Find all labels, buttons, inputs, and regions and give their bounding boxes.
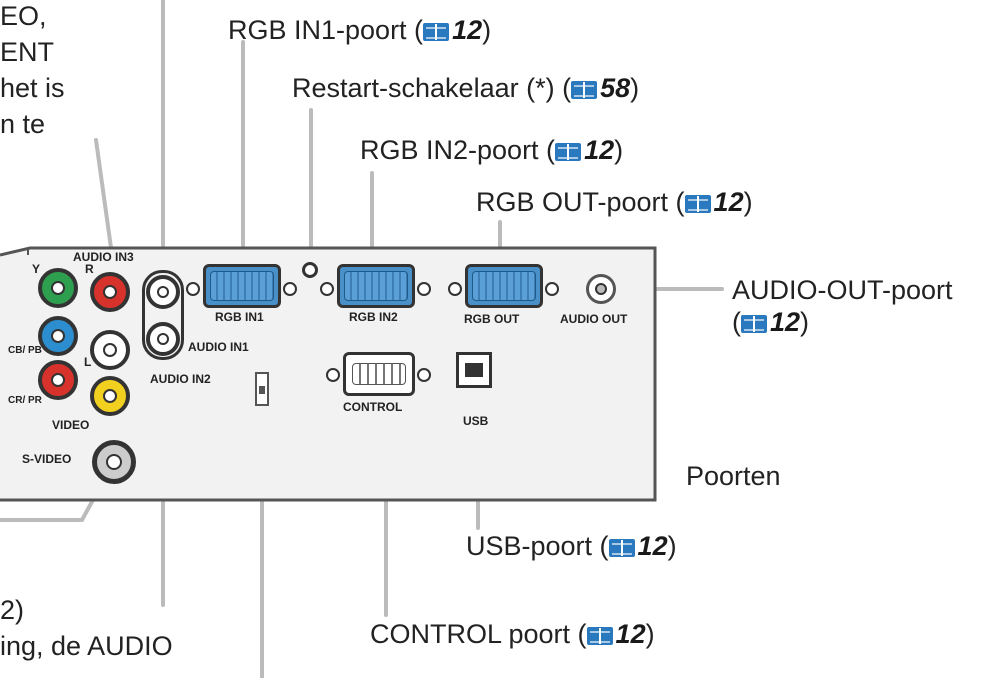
callout-rgb-out-close: ) [743,187,753,217]
callout-rgb-in1-page: 12 [452,15,483,45]
callout-audio-out-close: ) [800,307,810,337]
rgb-in2-screw-right [417,282,431,296]
label-cr-pr: CR/ PR [8,395,42,406]
rgb-in2-screw-left [320,282,334,296]
rgb-in1-screw-left [186,282,200,296]
label-rgb-in2: RGB IN2 [349,310,398,324]
label-l: L [84,355,92,369]
rgb-in1-connector [203,264,281,308]
reset-switch [255,372,269,406]
rgb-out-screw-left [448,282,462,296]
book-icon [586,627,613,645]
video-jack [90,376,130,416]
audio-in3-l-jack [90,330,130,370]
callout-audio-out: AUDIO-OUT-poort (12) [732,274,953,338]
label-s-video: S-VIDEO [22,452,72,466]
label-cb-pb: CB/ PB [8,345,42,356]
callout-rgb-in2-close: ) [614,135,624,165]
callout-usb-text: USB-poort ( [466,531,609,561]
left-bottom-text-2: ing, de AUDIO [0,631,173,661]
rgb-out-connector [465,264,543,308]
label-r: R [85,262,94,276]
y-jack [38,268,78,308]
audio-in2-jack [146,322,180,356]
rgb-in1-screw-right [283,282,297,296]
callout-usb: USB-poort ( 12) [466,530,677,562]
left-top-text-2: ENT [0,37,54,67]
callout-control-page: 12 [615,619,646,649]
left-bottom-text-1: 2) [0,595,25,625]
book-icon [684,195,711,213]
book-icon [608,539,635,557]
book-icon [741,315,767,333]
book-icon [571,81,598,99]
audio-out-jack [586,274,616,304]
label-audio-in2: AUDIO IN2 [150,372,211,386]
label-audio-in1: AUDIO IN1 [188,340,249,354]
callout-control-close: ) [645,619,655,649]
callout-rgb-out-page: 12 [713,187,744,217]
cr-pr-jack [38,360,78,400]
s-video-jack [92,440,136,484]
callout-control-text: CONTROL poort ( [370,619,587,649]
label-usb: USB [463,414,489,428]
label-control: CONTROL [343,400,403,414]
audio-in3-r-jack [90,272,130,312]
audio-in1-jack [146,275,180,309]
callout-rgb-out-text: RGB OUT-poort ( [476,187,685,217]
cb-pb-jack [38,316,78,356]
label-audio-out: AUDIO OUT [560,312,628,326]
label-y: Y [32,262,41,276]
label-rgb-out: RGB OUT [464,312,520,326]
callout-rgb-in1: RGB IN1-poort ( 12) [228,14,491,46]
label-audio-in3: AUDIO IN3 [73,250,134,264]
control-screw-right [417,368,431,382]
book-icon [555,143,582,161]
restart-switch-hole [302,262,318,278]
left-top-text-4: n te [0,109,46,139]
callout-audio-out-page: 12 [770,307,801,337]
callout-audio-out-line1: AUDIO-OUT-poort [732,275,953,305]
callout-rgb-out: RGB OUT-poort ( 12) [476,186,753,218]
book-icon [423,23,450,41]
callout-restart-close: ) [630,73,640,103]
callout-rgb-in1-text: RGB IN1-poort ( [228,15,424,45]
left-top-text-3: het is [0,73,65,103]
callout-poorten: Poorten [686,461,781,491]
callout-restart: Restart-schakelaar (*) ( 58) [292,72,639,104]
callout-rgb-in2-text: RGB IN2-poort ( [360,135,556,165]
callout-rgb-in2-page: 12 [584,135,615,165]
label-rgb-in1: RGB IN1 [215,310,264,324]
callout-usb-close: ) [667,531,677,561]
control-screw-left [326,368,340,382]
control-connector [343,352,415,396]
label-video: VIDEO [52,418,90,432]
leader-audio-in3 [94,138,114,257]
callout-control: CONTROL poort ( 12) [370,618,655,650]
callout-audio-out-open: ( [732,307,741,337]
rgb-in2-connector [337,264,415,308]
rgb-out-screw-right [545,282,559,296]
callout-rgb-in2: RGB IN2-poort ( 12) [360,134,623,166]
usb-connector [456,352,492,388]
callout-rgb-in1-close: ) [482,15,492,45]
callout-restart-text: Restart-schakelaar (*) ( [292,73,572,103]
callout-restart-page: 58 [600,73,631,103]
callout-usb-page: 12 [637,531,668,561]
left-top-text-1: EO, [0,1,47,31]
